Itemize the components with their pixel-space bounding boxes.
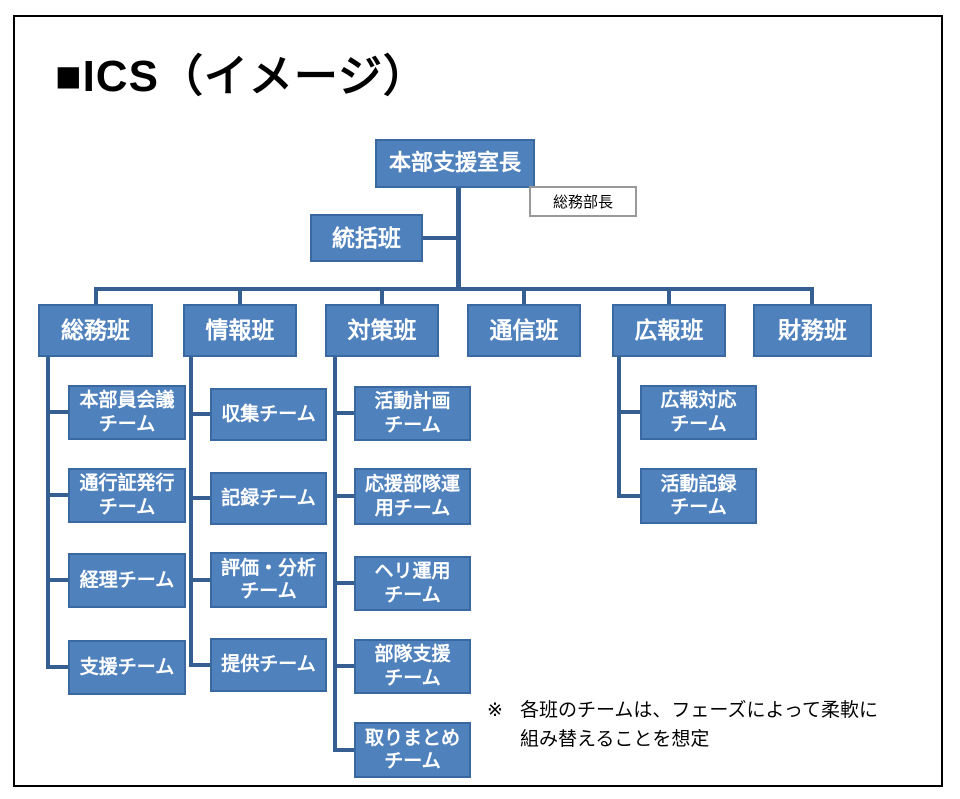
connector-team-stub — [333, 494, 354, 498]
connector-drop — [667, 287, 671, 305]
connector-team-stub — [189, 663, 210, 667]
team-box: 部隊支援 チーム — [354, 639, 471, 694]
connector-team-stub — [333, 748, 354, 752]
connector-root-vertical — [456, 186, 461, 291]
connector-staff-stub — [422, 236, 456, 240]
team-box: 活動計画 チーム — [354, 386, 471, 441]
team-box: 通行証発行 チーム — [68, 468, 186, 523]
connector-section-spine — [46, 356, 50, 669]
team-box: 経理チーム — [68, 553, 186, 608]
connector-team-stub — [617, 410, 640, 414]
connector-section-spine — [617, 356, 621, 498]
slide-border — [13, 15, 943, 787]
team-box: 取りまとめ チーム — [354, 722, 471, 778]
connector-team-stub — [189, 412, 210, 416]
footnote: ※ 各班のチームは、フェーズによって柔軟に 組み替えることを想定 — [487, 697, 917, 754]
section-box: 広報班 — [612, 304, 726, 357]
footnote-marker: ※ — [487, 700, 503, 721]
role-label: 総務部長 — [529, 186, 637, 217]
connector-team-stub — [46, 578, 68, 582]
connector-team-stub — [46, 410, 68, 414]
org-box-root: 本部支援室長 — [375, 139, 535, 188]
footnote-text: 各班のチームは、フェーズによって柔軟に 組み替えることを想定 — [520, 700, 878, 750]
section-box: 情報班 — [183, 304, 297, 357]
connector-section-spine — [333, 356, 337, 752]
team-box: 広報対応 チーム — [640, 385, 757, 440]
team-box: 提供チーム — [210, 638, 327, 692]
team-box: 本部員会議 チーム — [68, 385, 186, 440]
section-box: 通信班 — [467, 304, 581, 357]
connector-drop — [94, 287, 98, 305]
section-box: 総務班 — [38, 304, 153, 357]
team-box: 記録チーム — [210, 472, 327, 525]
connector-team-stub — [46, 493, 68, 497]
connector-team-stub — [189, 496, 210, 500]
connector-section-spine — [189, 356, 193, 667]
connector-team-stub — [333, 411, 354, 415]
team-box: 活動記録 チーム — [640, 468, 757, 524]
connector-team-stub — [333, 664, 354, 668]
team-box: 支援チーム — [68, 640, 186, 695]
team-box: 評価・分析 チーム — [210, 552, 327, 608]
connector-drop — [380, 287, 384, 305]
connector-team-stub — [46, 665, 68, 669]
connector-drop — [810, 287, 814, 305]
connector-drop — [522, 287, 526, 305]
section-box: 対策班 — [325, 304, 439, 357]
connector-team-stub — [617, 494, 640, 498]
team-box: 応援部隊運 用チーム — [354, 468, 471, 525]
connector-drop — [238, 287, 242, 305]
team-box: 収集チーム — [210, 388, 327, 441]
connector-branch-horizontal — [94, 287, 814, 291]
connector-team-stub — [333, 581, 354, 585]
org-box-staff: 統括班 — [310, 214, 423, 262]
section-box: 財務班 — [753, 304, 872, 357]
connector-team-stub — [189, 578, 210, 582]
team-box: ヘリ運用 チーム — [354, 556, 471, 611]
page-title: ■ICS（イメージ） — [55, 52, 429, 101]
